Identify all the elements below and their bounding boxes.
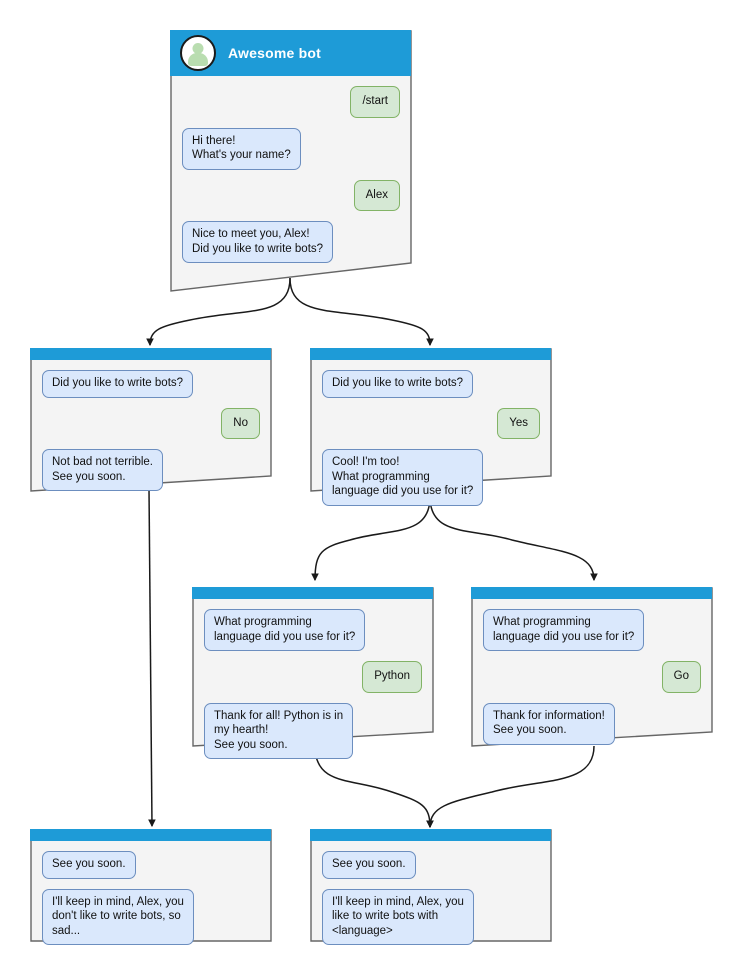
card-header: [30, 348, 271, 360]
message-row: Nice to meet you, Alex! Did you like to …: [182, 221, 400, 263]
bot-message: What programming language did you use fo…: [204, 609, 366, 651]
edge-no-to-end-sad: [148, 488, 156, 828]
bot-message: I'll keep in mind, Alex, you like to wri…: [322, 888, 474, 945]
user-message: No: [221, 407, 260, 439]
card-end-sad[interactable]: See you soon. I'll keep in mind, Alex, y…: [30, 829, 272, 945]
card-header: [310, 829, 551, 841]
message-list: What programming language did you use fo…: [471, 599, 713, 765]
message-list: /start Hi there! What's your name? Alex …: [170, 76, 412, 283]
card-header: [471, 587, 712, 599]
person-icon: [180, 35, 216, 71]
message-row: Alex: [182, 179, 400, 211]
user-message: Python: [362, 661, 422, 693]
message-row: I'll keep in mind, Alex, you don't like …: [42, 888, 260, 945]
bot-message: Thank for information! See you soon.: [483, 702, 615, 745]
bot-message: See you soon.: [322, 851, 416, 879]
card-answer-python[interactable]: What programming language did you use fo…: [192, 587, 434, 759]
bot-message: See you soon.: [42, 851, 136, 879]
message-row: Did you like to write bots?: [42, 370, 260, 398]
message-list: See you soon. I'll keep in mind, Alex, y…: [310, 841, 552, 965]
user-message: Go: [661, 661, 701, 693]
bot-message: Hi there! What's your name?: [182, 127, 301, 170]
message-row: Not bad not terrible. See you soon.: [42, 449, 260, 491]
message-row: See you soon.: [322, 851, 540, 879]
card-header: Awesome bot: [170, 30, 411, 76]
avatar-head: [192, 43, 204, 54]
avatar-body: [188, 53, 208, 66]
bot-message: Not bad not terrible. See you soon.: [42, 449, 164, 491]
message-row: Python: [204, 661, 422, 693]
message-row: Did you like to write bots?: [322, 370, 540, 398]
card-answer-no[interactable]: Did you like to write bots? No Not bad n…: [30, 348, 272, 492]
bot-message: Thank for all! Python is in my hearth! S…: [204, 702, 354, 759]
card-header: [30, 829, 271, 841]
user-message: Alex: [353, 179, 400, 211]
bot-message: Did you like to write bots?: [42, 370, 194, 398]
message-row: Hi there! What's your name?: [182, 127, 400, 170]
bot-message: Did you like to write bots?: [322, 370, 474, 398]
card-answer-go[interactable]: What programming language did you use fo…: [471, 587, 713, 747]
message-row: Yes: [322, 407, 540, 439]
message-list: What programming language did you use fo…: [192, 599, 434, 779]
message-row: Thank for information! See you soon.: [483, 702, 701, 745]
message-row: No: [42, 407, 260, 439]
message-list: Did you like to write bots? Yes Cool! I'…: [310, 360, 552, 526]
message-list: See you soon. I'll keep in mind, Alex, y…: [30, 841, 272, 965]
message-row: Cool! I'm too! What programming language…: [322, 449, 540, 506]
message-row: Thank for all! Python is in my hearth! S…: [204, 702, 422, 759]
card-header: [192, 587, 433, 599]
message-row: What programming language did you use fo…: [483, 609, 701, 651]
bot-title: Awesome bot: [228, 45, 321, 61]
user-message: Yes: [497, 407, 540, 439]
bot-message: What programming language did you use fo…: [483, 609, 645, 651]
message-list: Did you like to write bots? No Not bad n…: [30, 360, 272, 511]
message-row: I'll keep in mind, Alex, you like to wri…: [322, 888, 540, 945]
bot-message: Nice to meet you, Alex! Did you like to …: [182, 221, 334, 263]
bot-message: Cool! I'm too! What programming language…: [322, 449, 484, 506]
user-message: /start: [350, 86, 400, 118]
message-row: Go: [483, 661, 701, 693]
card-start[interactable]: Awesome bot /start Hi there! What's your…: [170, 30, 412, 292]
card-answer-yes[interactable]: Did you like to write bots? Yes Cool! I'…: [310, 348, 552, 506]
card-header: [310, 348, 551, 360]
bot-message: I'll keep in mind, Alex, you don't like …: [42, 888, 194, 945]
card-end-happy[interactable]: See you soon. I'll keep in mind, Alex, y…: [310, 829, 552, 945]
message-row: See you soon.: [42, 851, 260, 879]
message-row: What programming language did you use fo…: [204, 609, 422, 651]
message-row: /start: [182, 86, 400, 118]
